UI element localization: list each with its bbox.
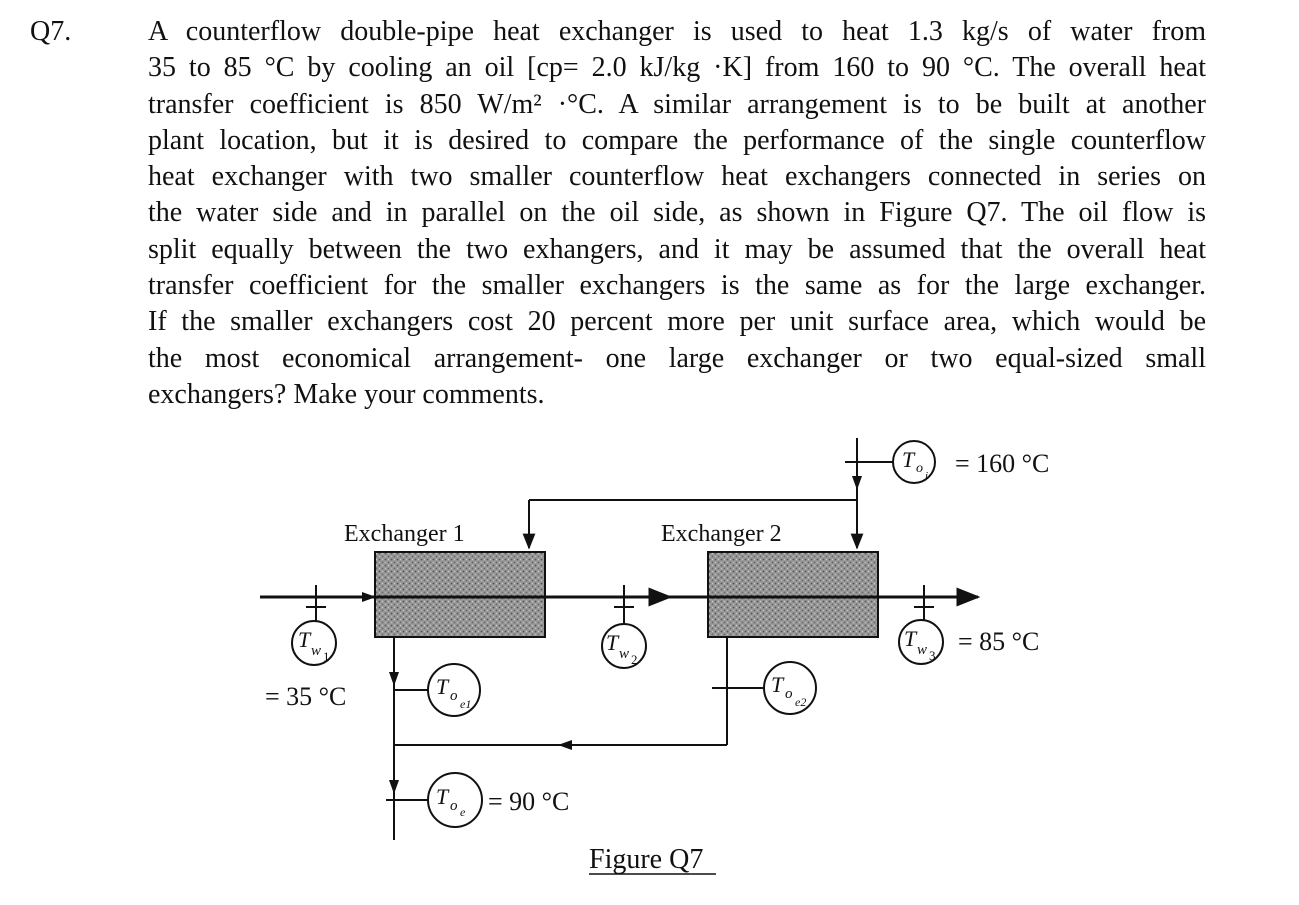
svg-text:T: T <box>902 447 916 472</box>
svg-text:T: T <box>436 674 450 699</box>
toi-value: = 160 °C <box>955 449 1049 478</box>
question-line: exchangers? Make your comments. <box>148 378 545 410</box>
svg-text:w: w <box>917 642 927 658</box>
question-line: heat exchanger with two smaller counterf… <box>148 161 1206 193</box>
question-number: Q7. <box>30 16 72 47</box>
exchanger-2-body <box>707 551 879 638</box>
svg-text:T: T <box>606 630 620 655</box>
question-line: A counterflow double-pipe heat exchanger… <box>148 16 1206 47</box>
svg-text:i: i <box>925 470 928 482</box>
tw3-value: = 85 °C <box>958 627 1039 656</box>
question-line: plant location, but it is desired to com… <box>148 124 1206 156</box>
water-inlet-arrow <box>362 592 376 602</box>
sensor-toe: T o e <box>427 772 483 828</box>
svg-text:o: o <box>785 686 793 702</box>
figure-caption: Figure Q7 <box>589 844 703 875</box>
svg-text:1: 1 <box>323 649 330 664</box>
sensor-tw2: T w 2 <box>601 623 647 669</box>
sensor-toe1: T o e1 <box>427 663 481 717</box>
question-line: transfer coefficient for the smaller exc… <box>148 270 1206 302</box>
svg-text:2: 2 <box>631 652 638 667</box>
question-line: 35 to 85 °C by cooling an oil [cp= 2.0 k… <box>148 52 1206 84</box>
svg-text:T: T <box>771 672 785 697</box>
svg-text:w: w <box>619 646 629 662</box>
exchanger-2-label: Exchanger 2 <box>661 521 782 547</box>
sensor-toi: T o i <box>892 440 936 484</box>
sensor-tw3: T w 3 <box>898 619 944 665</box>
sensor-toe2: T o e2 <box>763 661 817 715</box>
oil-inlet-lines <box>522 438 893 550</box>
svg-text:T: T <box>298 627 312 652</box>
question-text: A counterflow double-pipe heat exchanger… <box>148 14 1206 413</box>
svg-text:o: o <box>916 461 923 476</box>
question-line: split equally between the two exhangers,… <box>148 233 1206 265</box>
tw1-value: = 35 °C <box>265 682 346 711</box>
toe-value: = 90 °C <box>488 787 569 816</box>
svg-text:o: o <box>450 798 458 814</box>
svg-text:e2: e2 <box>795 695 806 709</box>
oil-inlet-arrow <box>852 476 862 490</box>
svg-text:T: T <box>436 784 450 809</box>
sensor-tw1: T w 1 <box>291 620 337 666</box>
svg-text:e: e <box>460 805 466 819</box>
sensor-stems <box>306 585 934 625</box>
oil-return-arrow <box>558 740 572 750</box>
question-line: transfer coefficient is 850 W/m² ·°C. A … <box>148 88 1206 120</box>
svg-text:3: 3 <box>929 648 936 663</box>
question-line: If the smaller exchangers cost 20 percen… <box>148 306 1206 338</box>
question-line: the most economical arrangement- one lar… <box>148 342 1206 374</box>
svg-text:e1: e1 <box>460 697 471 711</box>
exchanger-1-label: Exchanger 1 <box>344 521 465 547</box>
exchanger-1-body <box>374 551 546 638</box>
svg-text:w: w <box>311 643 321 659</box>
svg-text:T: T <box>904 626 918 651</box>
svg-text:o: o <box>450 688 458 704</box>
oil-outlet-arrow-2 <box>389 780 399 794</box>
oil-outlet-arrow-1 <box>389 672 399 686</box>
question-line: the water side and in parallel on the oi… <box>148 197 1206 229</box>
